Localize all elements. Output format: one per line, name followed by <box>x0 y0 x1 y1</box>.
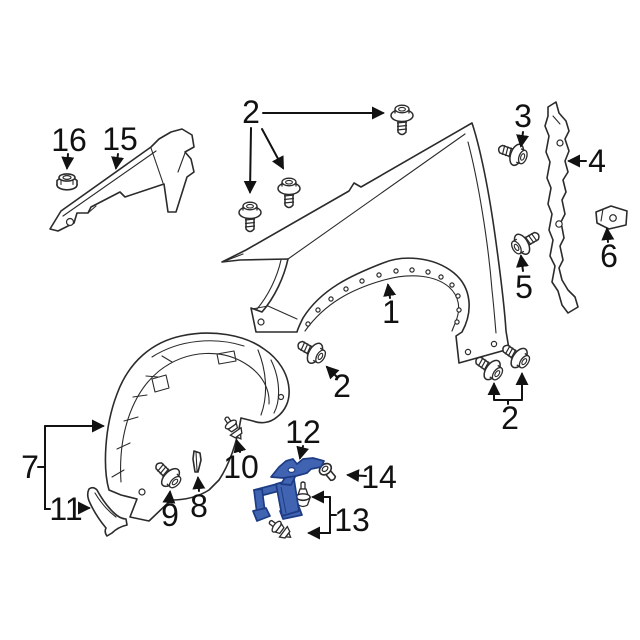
arch-rivet-holes <box>305 267 462 327</box>
clip-bracket-part-6 <box>595 205 628 230</box>
screw-icon-part2-c <box>277 177 301 209</box>
callout-1: 1 <box>382 294 400 330</box>
callout-2-top: 2 <box>242 94 260 130</box>
rail-bracket-part-15 <box>49 128 195 232</box>
callout-8: 8 <box>190 488 208 524</box>
flange-nut-icon-part-16 <box>56 173 78 191</box>
callout-5: 5 <box>515 269 533 305</box>
screw-icon-part-3 <box>494 137 531 170</box>
callout-7: 7 <box>21 449 39 485</box>
callout-2-bottom: 2 <box>501 400 519 436</box>
callout-4: 4 <box>588 143 606 179</box>
callout-14: 14 <box>361 459 397 495</box>
callout-2-mid: 2 <box>333 368 351 404</box>
wheel-liner-part-7 <box>104 332 290 522</box>
fender-part-1 <box>221 122 510 364</box>
push-pin-clip-part-13b <box>265 515 296 544</box>
callout-10: 10 <box>223 449 259 485</box>
callout-11: 11 <box>49 491 82 527</box>
callout-13: 13 <box>334 502 370 538</box>
callout-3: 3 <box>514 98 532 134</box>
callout-12: 12 <box>285 414 321 450</box>
screw-icon-part2-a <box>390 104 414 136</box>
screw-icon-part2-b <box>238 201 262 233</box>
cowl-panel-part-4 <box>544 101 579 314</box>
callout-6: 6 <box>600 238 618 274</box>
screw-icon-part2-d <box>292 333 331 369</box>
callout-16: 16 <box>51 122 87 158</box>
seal-strip-part-11 <box>86 486 128 537</box>
highlighted-bracket-part-12 <box>252 457 325 522</box>
screw-icon-part-5 <box>506 224 545 260</box>
callout-leaders <box>37 106 615 540</box>
wedge-clip-part-8 <box>192 450 202 473</box>
callout-15: 15 <box>102 121 138 157</box>
callout-labels: 1 2 2 2 3 4 5 6 7 8 9 10 11 12 13 14 15 … <box>21 94 618 538</box>
callout-9: 9 <box>161 497 179 533</box>
